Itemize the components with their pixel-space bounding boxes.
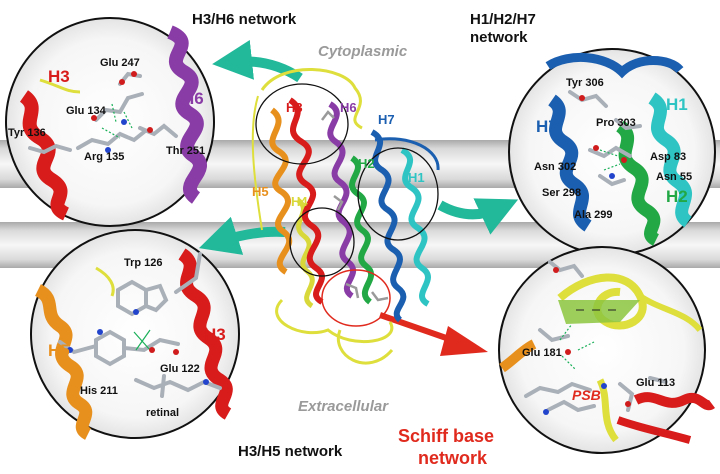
center-label-h3: H3 <box>286 100 303 115</box>
h3h6-residue: Arg 135 <box>84 151 124 163</box>
center-label-h4: H4 <box>291 194 308 209</box>
schiff-residue: Glu 181 <box>522 347 562 359</box>
center-label-h5: H5 <box>252 184 269 199</box>
h1h2h7-residue: Pro 303 <box>596 117 636 129</box>
schiff-residue: Glu 113 <box>636 377 675 389</box>
h1h2h7-helix-h2: H2 <box>666 187 688 206</box>
arrow-to-schiff <box>379 312 453 343</box>
h1h2h7-residue: Asn 55 <box>656 171 692 183</box>
h3h6-residue: Tyr 136 <box>8 127 46 139</box>
arrow-to-h1h2h7 <box>437 198 519 235</box>
h3h5-helix-h5: H5 <box>48 341 70 360</box>
h1h2h7-helix-h1: H1 <box>666 95 688 114</box>
h3h6-helix-h3: H3 <box>48 67 70 86</box>
title-h3h5: H3/H5 network <box>238 443 343 460</box>
panel-h3h5: H5 H3 Trp 126 Glu 122 His 211 retinal <box>30 229 240 440</box>
title-h1h2h7-line1: H1/H2/H7 <box>470 11 536 28</box>
h3h6-helix-h6: H6 <box>182 89 204 108</box>
arrow-to-schiff-head <box>440 326 488 356</box>
title-h1h2h7-line2: network <box>470 29 528 46</box>
arrow-to-h3h6 <box>212 40 303 83</box>
label-extracellular: Extracellular <box>298 398 389 415</box>
center-label-h2: H2 <box>358 156 375 171</box>
region-h3h6 <box>255 83 349 165</box>
panel-h1h2h7: H7 H1 H2 Tyr 306 Pro 303 Asn 302 Asp 83 … <box>508 48 716 256</box>
central-receptor: H3 H6 H7 H2 H1 H5 H4 <box>251 68 440 365</box>
schiff-label-psb: PSB <box>572 387 601 403</box>
region-h3h5 <box>289 207 355 277</box>
h3h6-residue: Glu 247 <box>100 57 140 69</box>
title-schiff-line2: network <box>418 448 488 468</box>
h1h2h7-residue: Asp 83 <box>650 151 686 163</box>
h1h2h7-residue: Asn 302 <box>534 161 576 173</box>
h3h5-residue: Trp 126 <box>124 257 163 269</box>
h3h5-residue: His 211 <box>80 385 118 397</box>
h1h2h7-helix-h7: H7 <box>536 117 558 136</box>
center-label-h7: H7 <box>378 112 395 127</box>
center-label-h6: H6 <box>340 100 357 115</box>
h1h2h7-residue: Ser 298 <box>542 187 581 199</box>
h1h2h7-residue: Tyr 306 <box>566 77 604 89</box>
h1h2h7-residue: Ala 299 <box>574 209 613 221</box>
center-label-h1: H1 <box>408 170 425 185</box>
h3h6-residue: Thr 251 <box>166 145 205 157</box>
h3h5-helix-h3: H3 <box>204 325 226 344</box>
region-schiff <box>321 269 391 327</box>
h3h5-residue: Glu 122 <box>160 363 200 375</box>
region-h1h2h7 <box>357 147 439 241</box>
title-schiff-line1: Schiff base <box>398 426 494 446</box>
h3h6-residue: Glu 134 <box>66 105 107 117</box>
title-h3h6: H3/H6 network <box>192 11 297 28</box>
panel-h3h6: H3 H6 Glu 247 Glu 134 Tyr 136 Arg 135 Th… <box>5 17 215 227</box>
panel-schiff: PSB Glu 181 Glu 113 <box>498 246 715 454</box>
h3h5-residue: retinal <box>146 407 179 419</box>
label-cytoplasmic: Cytoplasmic <box>318 43 408 60</box>
